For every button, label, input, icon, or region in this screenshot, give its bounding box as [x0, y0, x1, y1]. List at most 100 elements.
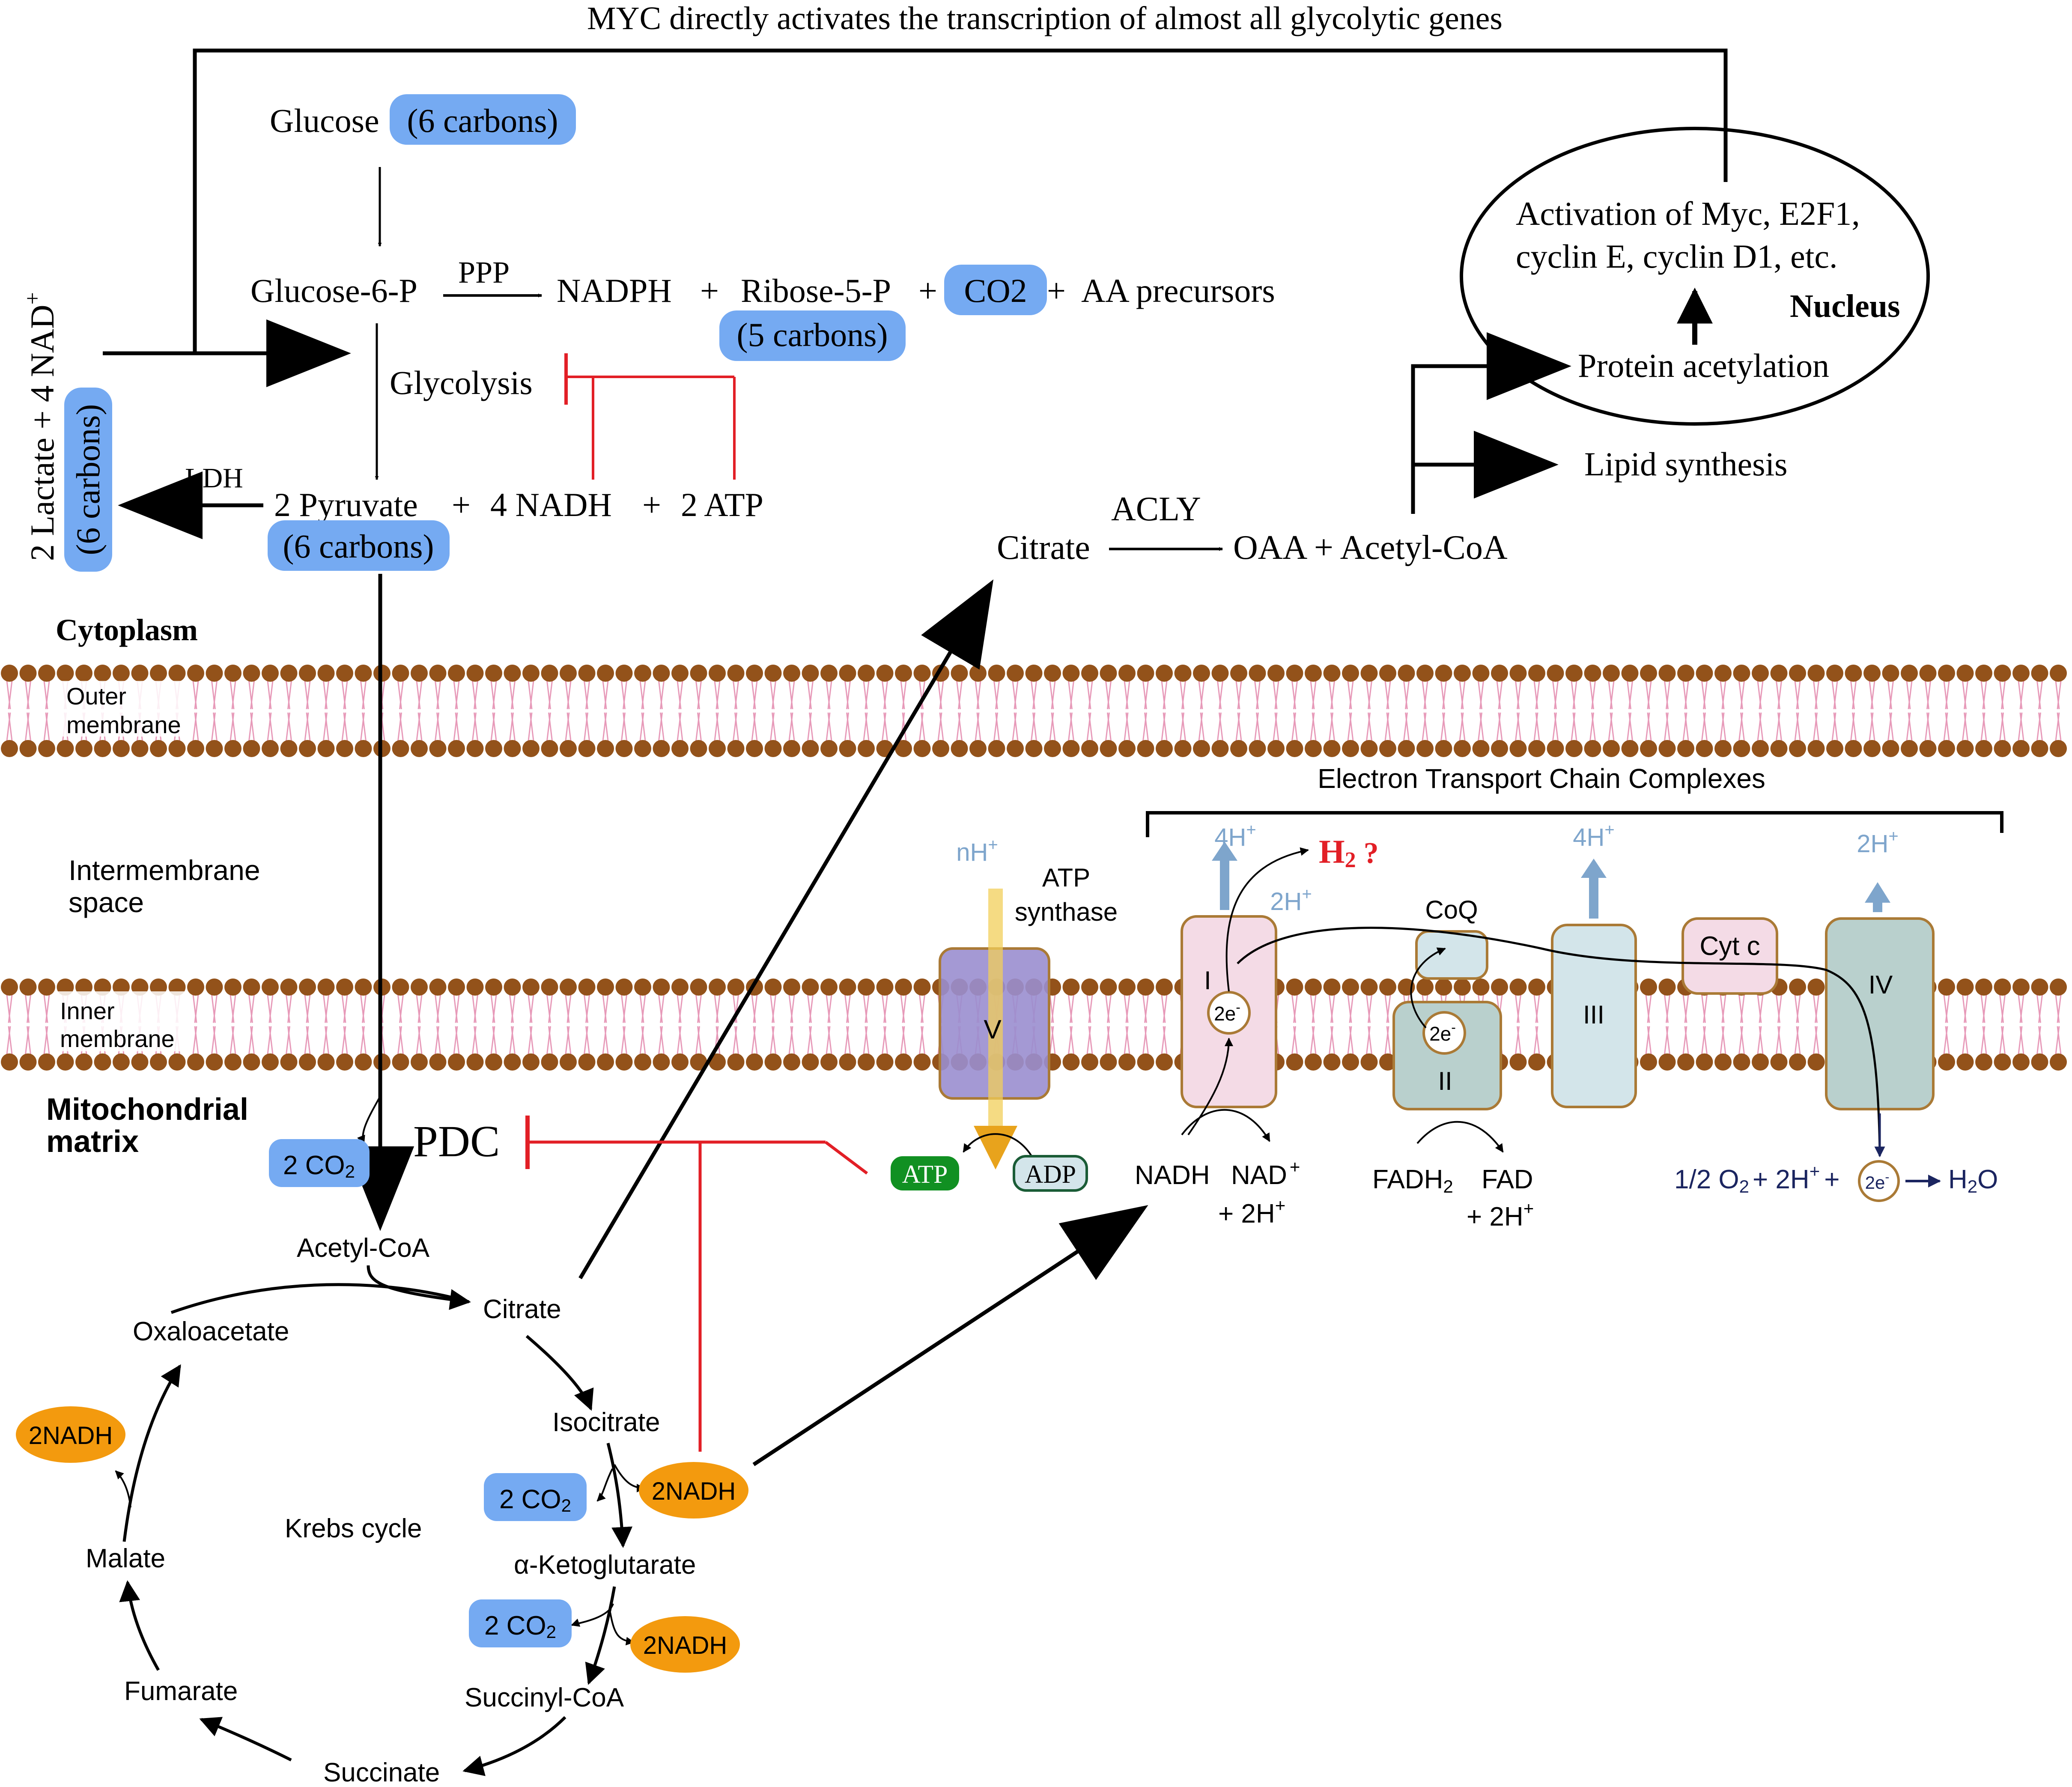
svg-text:2e-: 2e- — [1214, 999, 1240, 1025]
lipid-head — [448, 665, 465, 682]
lipid-head — [1733, 740, 1750, 757]
lipid-tail — [1310, 680, 1317, 741]
lipid-head — [951, 665, 968, 682]
lipid-head — [1640, 1053, 1657, 1071]
lipid-head — [951, 740, 968, 757]
lipid-head — [746, 665, 763, 682]
lipid-tail — [1701, 994, 1708, 1055]
lipid-head — [988, 740, 1005, 757]
lipid-head — [671, 665, 689, 682]
lipid-tail — [490, 994, 497, 1055]
nadh-a: 2NADH — [652, 1477, 736, 1505]
lipid-head — [1845, 665, 1862, 682]
lipid-head — [1677, 740, 1694, 757]
lipid-head — [262, 665, 279, 682]
lipid-tail — [1440, 680, 1447, 741]
lipid-head — [1379, 1053, 1396, 1071]
lipid-tail — [397, 680, 404, 741]
lipid-tail — [1552, 680, 1559, 741]
lipid-tail — [751, 994, 758, 1055]
inner-membrane-label-2: membrane — [60, 1025, 175, 1052]
outer-membrane-label-1: Outer — [66, 683, 126, 710]
lipid-tail — [1291, 680, 1298, 741]
lipid-head — [206, 979, 223, 996]
complex-ii-electron — [1422, 1011, 1466, 1055]
lipid-tail — [1887, 680, 1894, 741]
lipid-tail — [230, 994, 236, 1055]
lipid-head — [560, 979, 577, 996]
lipid-head — [1789, 979, 1806, 996]
lipid-head — [1323, 979, 1341, 996]
lipid-tail — [546, 994, 553, 1055]
fad-label: FAD — [1482, 1165, 1533, 1194]
pdc-section: 2 CO2 PDC — [269, 574, 868, 1452]
nadh-b: 2NADH — [643, 1632, 727, 1659]
lipid-head — [2050, 979, 2067, 996]
lipid-head — [615, 740, 633, 757]
oxygen-electron — [1858, 1160, 1900, 1202]
lipid-tail — [602, 994, 609, 1055]
lipid-tail — [602, 680, 609, 741]
lipid-head — [1938, 1053, 1955, 1071]
lipid-tail — [1180, 680, 1186, 741]
lipid-tail — [43, 680, 50, 741]
lipid-head — [1137, 979, 1154, 996]
lipid-head — [1193, 740, 1210, 757]
lipid-head — [1305, 1053, 1322, 1071]
lipid-head — [802, 979, 819, 996]
lipid-tail — [584, 680, 590, 741]
lipid-head — [802, 1053, 819, 1071]
lipid-tail — [937, 680, 944, 741]
oxygen-electron-label: 2e — [1865, 1172, 1885, 1193]
lipid-head — [299, 979, 316, 996]
lipid-tail — [1999, 680, 2006, 741]
lipid-tail — [733, 994, 739, 1055]
nadh-to-etc-arrow — [752, 1205, 1148, 1466]
lipid-head — [615, 979, 633, 996]
lipid-head — [1360, 665, 1378, 682]
lipid-head — [57, 1053, 74, 1071]
svg-text:2H+: 2H+ — [1857, 827, 1899, 858]
lipid-head — [336, 1053, 353, 1071]
lipid-head — [1398, 740, 1415, 757]
lipid-head — [75, 1053, 92, 1071]
svg-text:FADH2: FADH2 — [1372, 1165, 1453, 1196]
lipid-head — [429, 979, 447, 996]
lipid-tail — [658, 680, 665, 741]
lipid-head — [783, 665, 800, 682]
lipid-head — [1509, 665, 1527, 682]
lipid-head — [113, 740, 130, 757]
lipid-head — [709, 665, 726, 682]
lipid-head — [1118, 740, 1136, 757]
lipid-head — [690, 979, 707, 996]
lipid-tail — [1533, 994, 1540, 1055]
lipid-head — [1, 665, 18, 682]
lipid-head — [262, 979, 279, 996]
lipid-tail — [1329, 994, 1335, 1055]
lipid-head — [1100, 979, 1117, 996]
svg-text:+ 2H+: + 2H+ — [1467, 1198, 1534, 1232]
nucleus-ellipse — [1460, 127, 1930, 426]
lipid-head — [522, 740, 540, 757]
lipid-head — [1062, 740, 1080, 757]
lipid-head — [764, 665, 782, 682]
svg-text:2 CO2: 2 CO2 — [484, 1611, 556, 1642]
lipid-head — [1305, 740, 1322, 757]
lipid-head — [1807, 1053, 1825, 1071]
lipid-head — [839, 1053, 856, 1071]
lipid-tail — [565, 994, 572, 1055]
lipid-head — [1938, 665, 1955, 682]
lipid-head — [988, 665, 1005, 682]
lipid-head — [709, 1053, 726, 1071]
lactate-label: 2 Lactate + 4 NAD — [24, 305, 61, 561]
lipid-head — [485, 740, 502, 757]
svg-text:1/2 O2+ 2H++: 1/2 O2+ 2H++ — [1674, 1161, 1839, 1196]
lipid-head — [1342, 740, 1359, 757]
lipid-head — [57, 665, 74, 682]
lipid-tail — [584, 994, 590, 1055]
lipid-head — [206, 1053, 223, 1071]
nucleus-line-1: Activation of Myc, E2F1, — [1516, 195, 1860, 232]
lipid-head — [1752, 1053, 1769, 1071]
electron-path — [1237, 927, 1881, 1152]
lipid-tail — [1366, 680, 1372, 741]
